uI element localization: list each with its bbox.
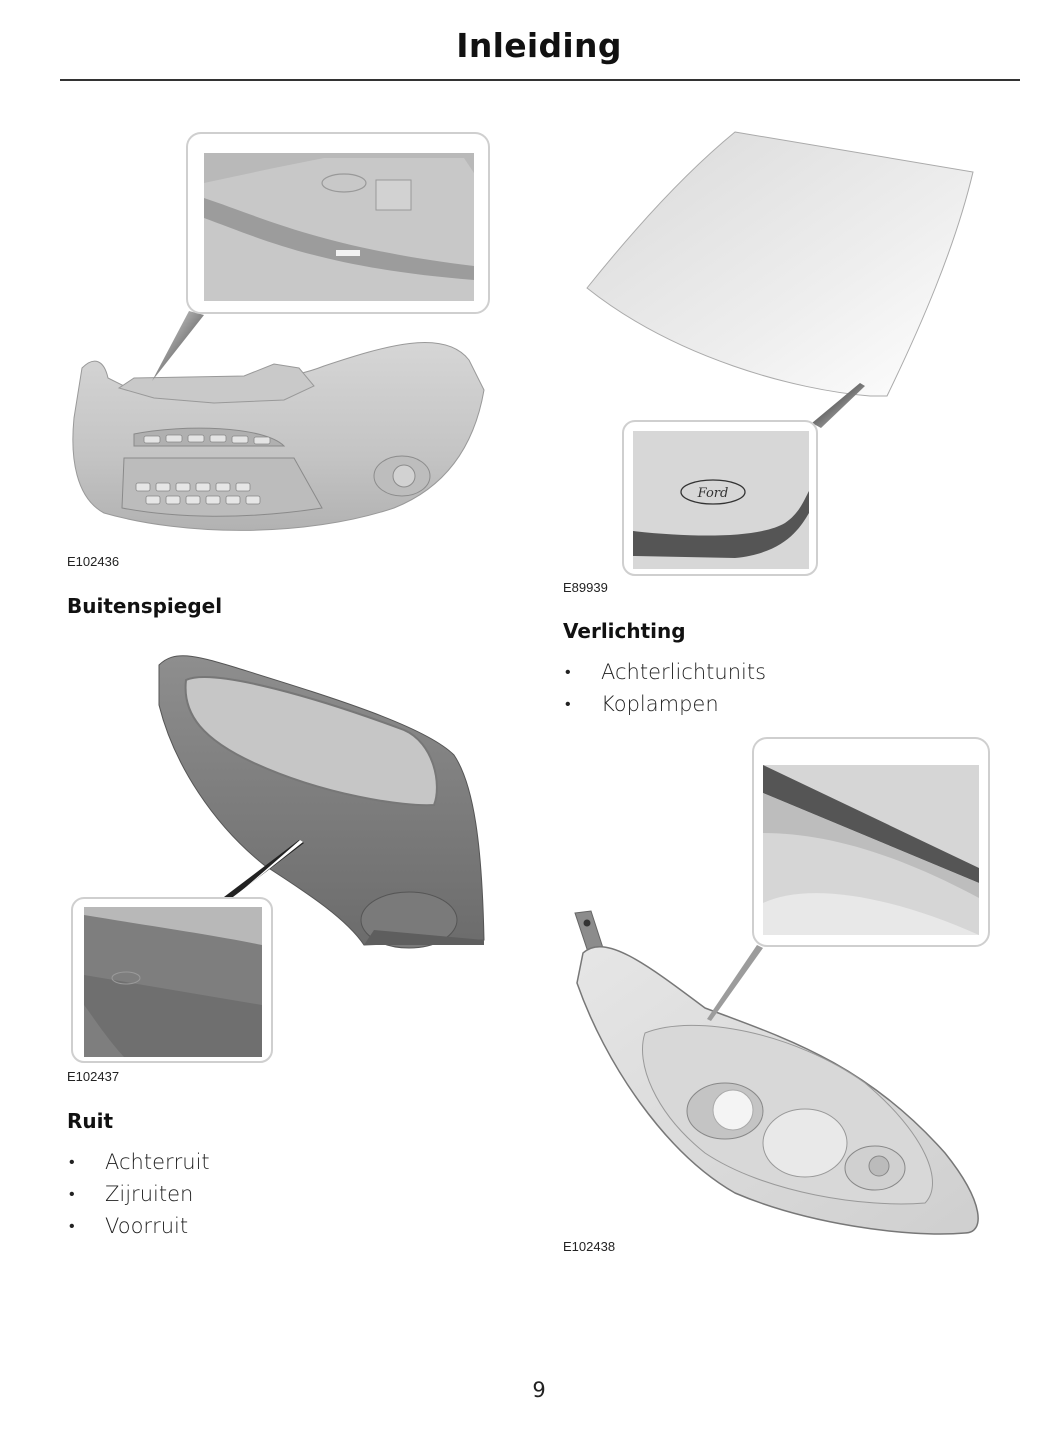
front-bumper-icon — [72, 132, 490, 531]
exterior-mirror-icon — [71, 655, 485, 1063]
figure-mirror — [64, 645, 504, 1070]
page-title: Inleiding — [456, 26, 622, 65]
list-item: •Koplampen — [563, 688, 766, 720]
ford-logo-icon — [321, 173, 367, 193]
figure-headlamp — [565, 733, 995, 1238]
list-item: •Voorruit — [67, 1210, 210, 1242]
section-heading-buitenspiegel: Buitenspiegel — [67, 594, 223, 618]
figure-bumper — [64, 128, 504, 548]
figure-code-mirror: E102437 — [67, 1069, 120, 1084]
title-divider — [60, 79, 1020, 81]
section-heading-ruit: Ruit — [67, 1109, 114, 1133]
bullet-icon: • — [565, 662, 571, 681]
verlichting-list: •Achterlichtunits •Koplampen — [563, 656, 766, 720]
bullet-icon: • — [69, 1152, 75, 1171]
headlamp-icon — [574, 737, 990, 1235]
page-number: 9 — [532, 1378, 546, 1402]
bullet-icon: • — [565, 694, 571, 713]
ford-logo-icon — [680, 479, 746, 505]
ruit-list: •Achterruit •Zijruiten •Voorruit — [67, 1146, 210, 1242]
bullet-icon: • — [69, 1184, 75, 1203]
windscreen-icon: Ford — [586, 131, 974, 576]
ford-logo-icon — [111, 971, 141, 985]
list-item: •Zijruiten — [67, 1178, 210, 1210]
figure-code-headlamp: E102438 — [563, 1239, 616, 1254]
bullet-icon: • — [69, 1216, 75, 1235]
figure-code-windscreen: E89939 — [563, 580, 608, 595]
list-item: •Achterruit — [67, 1146, 210, 1178]
figure-windscreen: Ford — [575, 128, 995, 578]
section-heading-verlichting: Verlichting — [563, 619, 686, 643]
svg-text:Ford: Ford — [697, 486, 729, 501]
figure-code-bumper: E102436 — [67, 554, 120, 569]
list-item: •Achterlichtunits — [563, 656, 766, 688]
